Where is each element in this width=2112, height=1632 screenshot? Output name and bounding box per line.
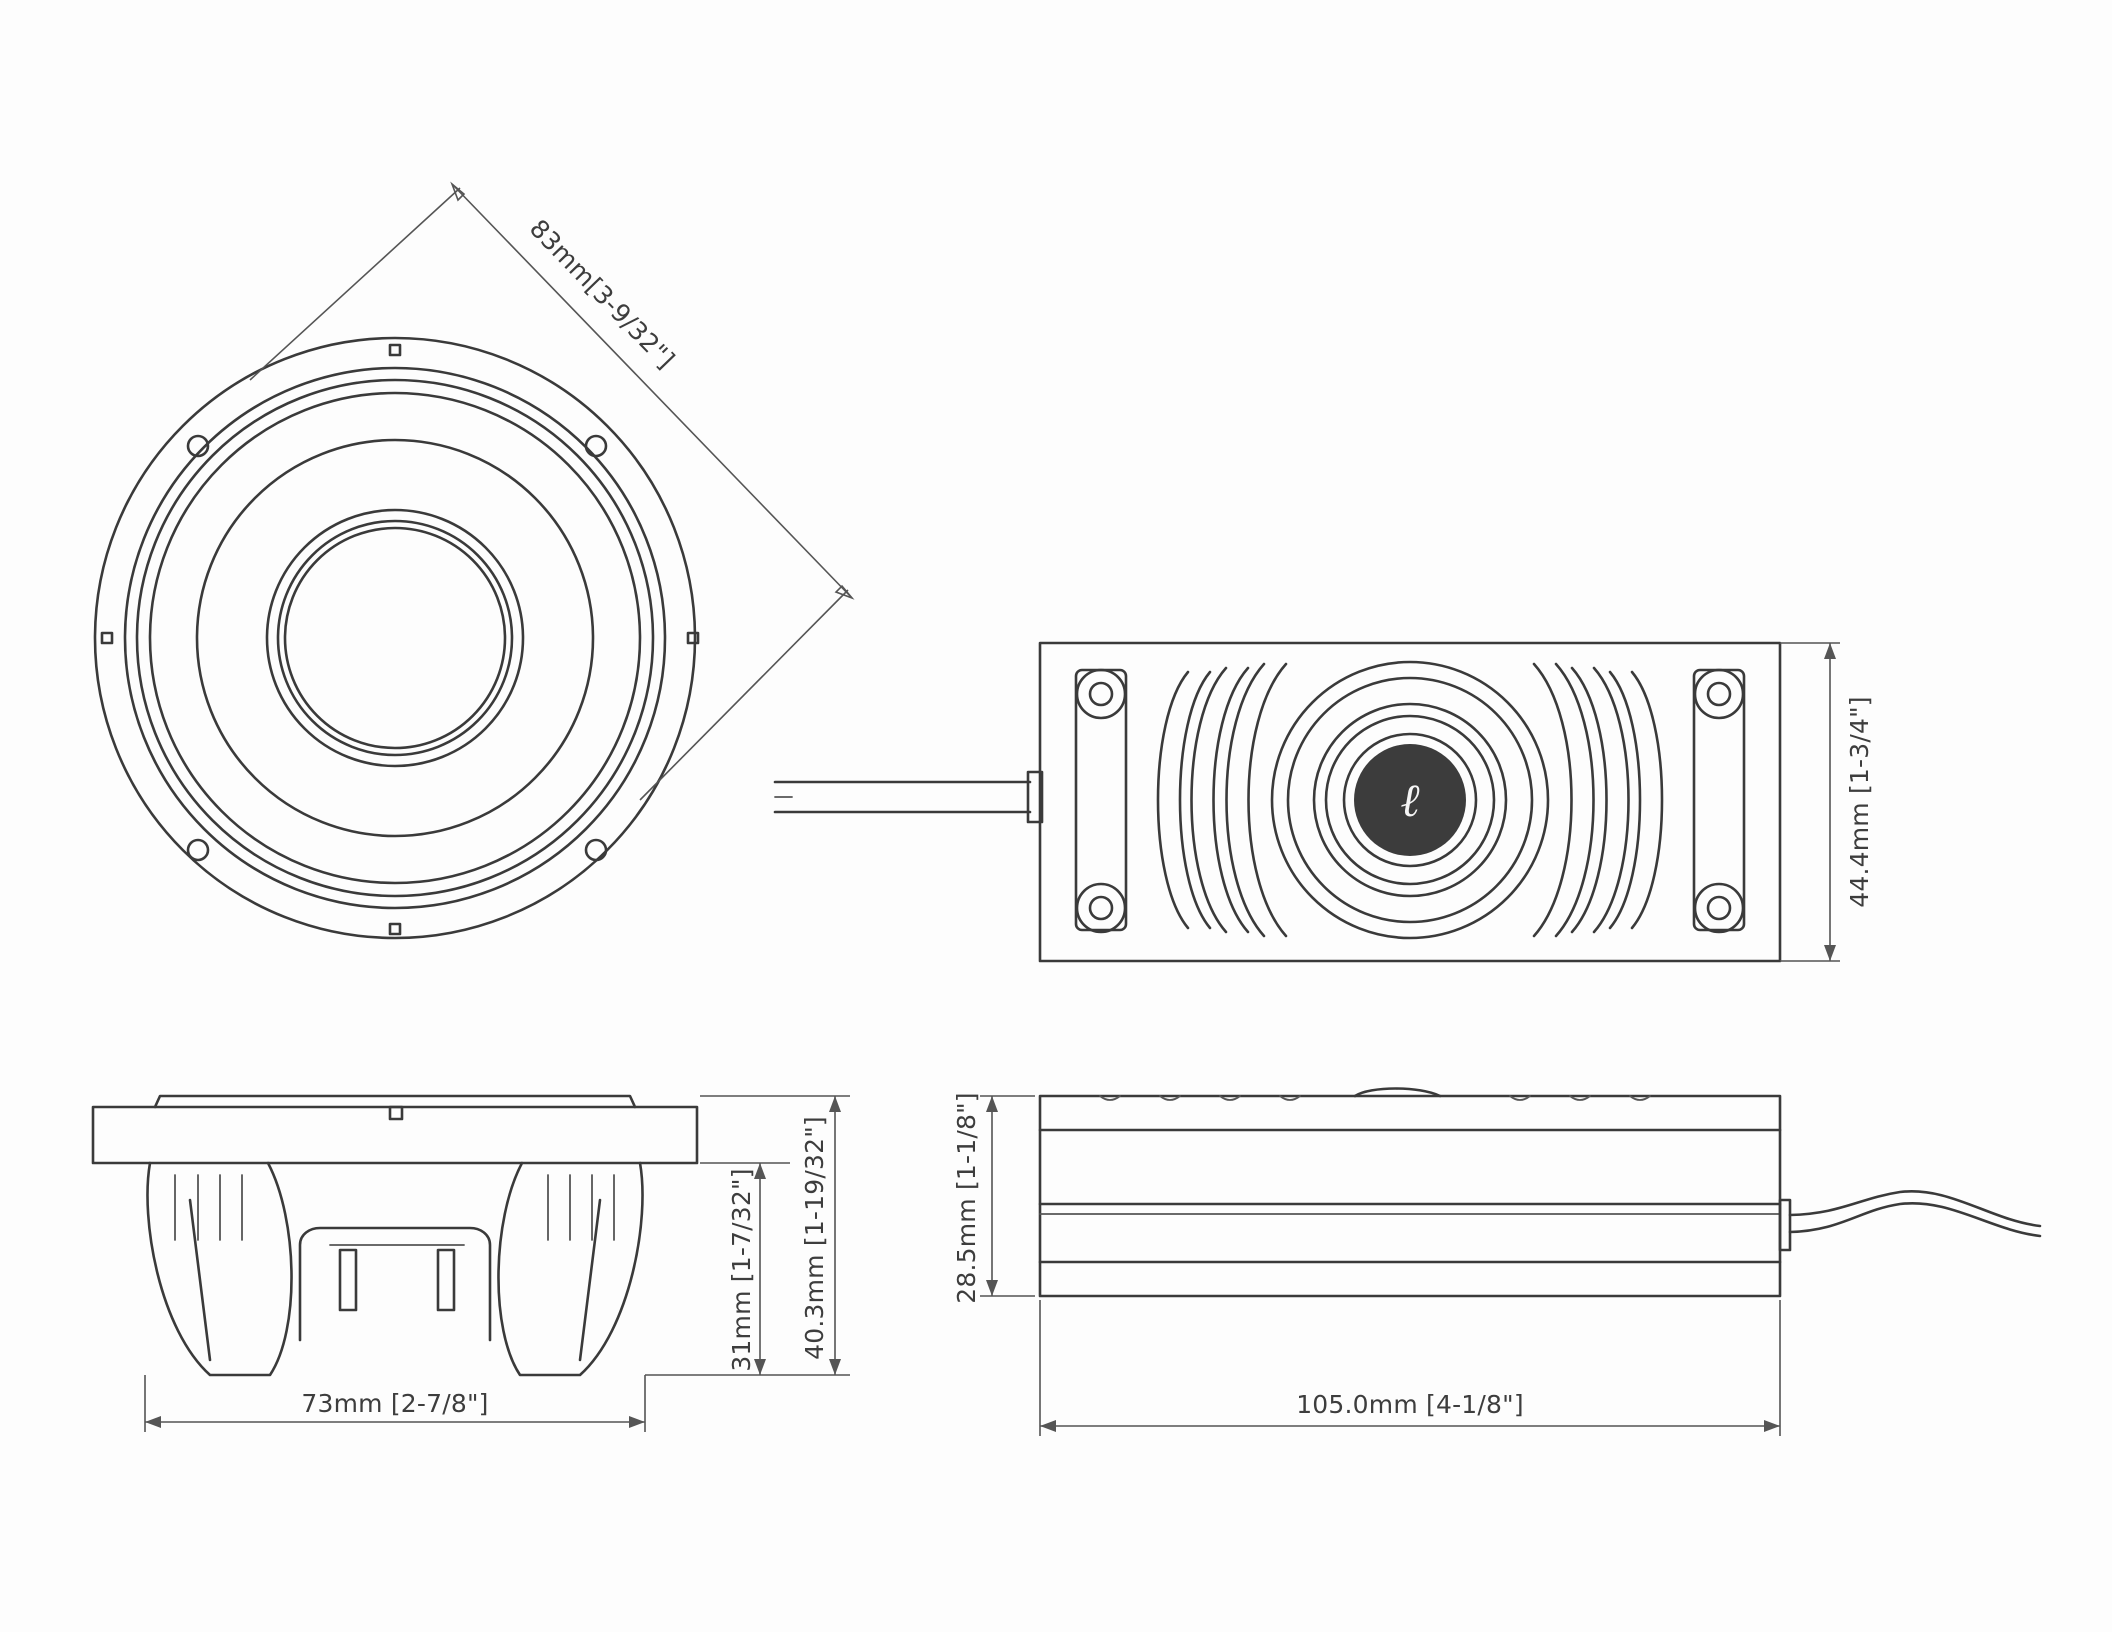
depth-403-label: 40.3mm [1-19/32"] bbox=[800, 1116, 829, 1360]
depth-31-label: 31mm [1-7/32"] bbox=[727, 1168, 756, 1371]
side-wire-lower bbox=[1790, 1203, 2040, 1236]
right-top-hole bbox=[1708, 683, 1730, 705]
height-dimension: 44.4mm [1-3/4"] bbox=[1780, 643, 1874, 961]
front-basket-ring bbox=[137, 380, 653, 896]
notch-top bbox=[390, 345, 400, 355]
mounting-hole-br bbox=[586, 840, 606, 860]
side-notch bbox=[390, 1107, 402, 1119]
length-label: 105.0mm [4-1/8"] bbox=[1296, 1390, 1524, 1419]
top-view: ℓ bbox=[775, 643, 1780, 961]
infinity-logo-icon: ℓ bbox=[1400, 773, 1420, 827]
right-side-dimensions: 28.5mm [1-1/8"] 105.0mm [4-1/8"] bbox=[952, 1092, 1780, 1436]
side-wire-upper bbox=[1790, 1191, 2040, 1226]
front-view bbox=[95, 338, 698, 938]
right-top-boss bbox=[1695, 670, 1743, 718]
left-top-boss bbox=[1077, 670, 1125, 718]
width-label: 73mm [2-7/8"] bbox=[301, 1389, 488, 1418]
side-flange bbox=[93, 1107, 697, 1163]
left-bottom-hole bbox=[1090, 897, 1112, 919]
side-view-right bbox=[1040, 1089, 2040, 1297]
height-label: 44.4mm [1-3/4"] bbox=[1845, 696, 1874, 907]
front-cone-edge bbox=[278, 521, 512, 755]
mounting-hole-tr bbox=[586, 436, 606, 456]
side-wire-grommet bbox=[1780, 1200, 1790, 1250]
left-top-hole bbox=[1090, 683, 1112, 705]
right-bottom-boss bbox=[1695, 884, 1743, 932]
front-flange-inner bbox=[125, 368, 665, 908]
diameter-dimension: 83mm[3-9/32"] bbox=[250, 184, 852, 800]
side-view-left bbox=[93, 1096, 697, 1375]
front-cone-ring bbox=[267, 510, 523, 766]
terminal-right bbox=[438, 1250, 454, 1310]
notch-bottom bbox=[390, 924, 400, 934]
side-flange-top bbox=[155, 1096, 635, 1107]
diameter-label: 83mm[3-9/32"] bbox=[524, 214, 680, 375]
right-bottom-hole bbox=[1708, 897, 1730, 919]
notch-right bbox=[688, 633, 698, 643]
depth-285-label: 28.5mm [1-1/8"] bbox=[952, 1092, 981, 1303]
notch-left bbox=[102, 633, 112, 643]
front-surround-outer bbox=[150, 393, 640, 883]
mounting-hole-bl bbox=[188, 840, 208, 860]
side-housing bbox=[1040, 1096, 1780, 1296]
front-surround-inner bbox=[197, 440, 593, 836]
dust-cap bbox=[285, 528, 505, 748]
terminal-left bbox=[340, 1250, 356, 1310]
left-bottom-boss bbox=[1077, 884, 1125, 932]
